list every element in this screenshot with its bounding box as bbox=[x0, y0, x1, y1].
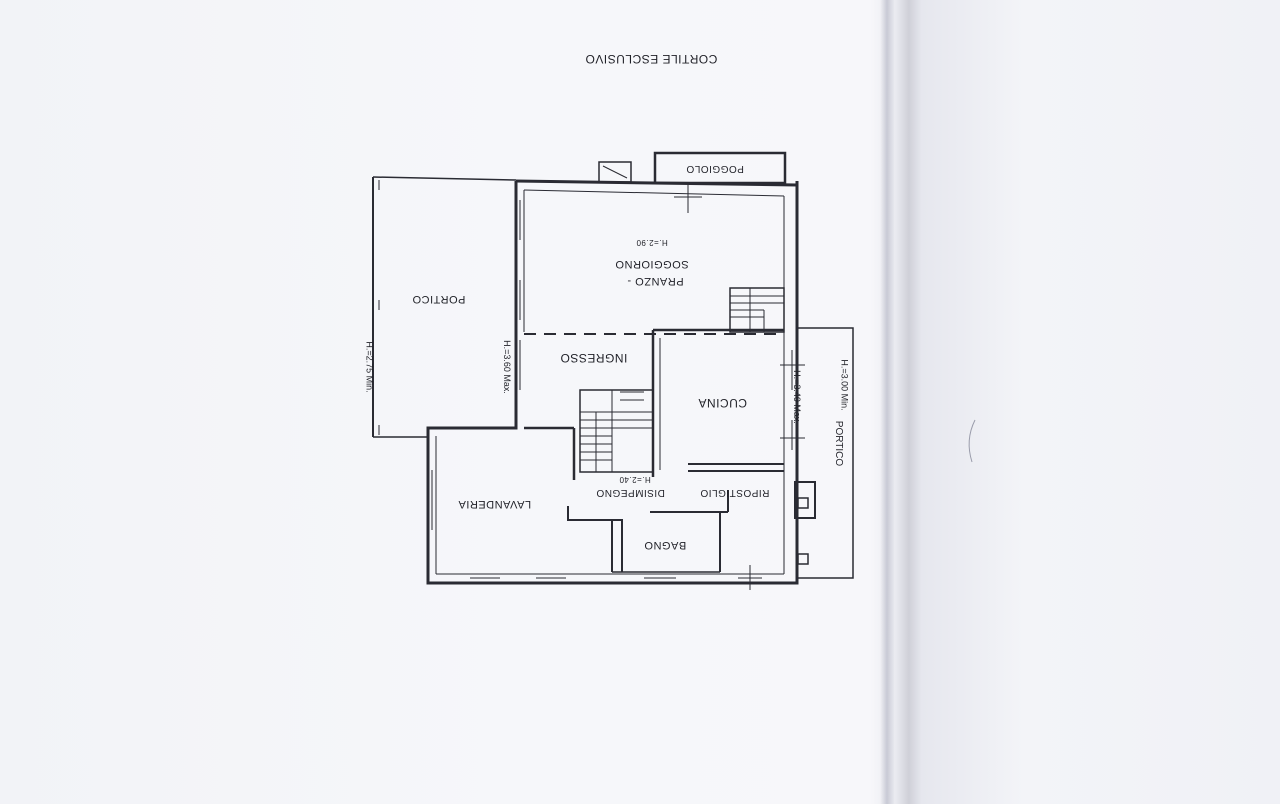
room-label-soggiorno: SOGGIORNO bbox=[615, 258, 689, 270]
room-label-cucina: CUCINA bbox=[698, 396, 748, 410]
room-label-bagno: BAGNO bbox=[644, 539, 687, 551]
room-label-portico-east: PORTICO bbox=[833, 420, 845, 467]
height-label-cucina: H.=3.40 Max. bbox=[791, 370, 802, 424]
window-marks bbox=[431, 200, 805, 590]
room-label-disimpegno: DISIMPEGNO bbox=[596, 487, 665, 498]
height-label-portico-east: H.=3.00 Min. bbox=[839, 359, 850, 411]
height-label-portico-west: H.=2.75 Min. bbox=[364, 341, 375, 393]
pencil-mark bbox=[968, 419, 976, 463]
central-stair bbox=[579, 389, 654, 473]
room-label-pranzo: PRANZO - bbox=[627, 275, 684, 287]
height-label-soggiorno: H.=2.90 bbox=[636, 238, 668, 247]
portico-east-outline bbox=[794, 327, 854, 579]
poggiolo-balcony bbox=[598, 151, 787, 213]
height-label-ingresso: H.=3.60 Max. bbox=[501, 340, 512, 394]
room-label-ripostiglio: RIPOSTIGLIO bbox=[700, 487, 770, 498]
house-perimeter bbox=[426, 179, 799, 585]
room-label-poggiolo: POGGIOLO bbox=[686, 163, 744, 174]
room-label-ingresso: INGRESSO bbox=[560, 351, 628, 365]
room-label-portico-west: PORTICO bbox=[412, 293, 466, 305]
interior-walls bbox=[524, 328, 784, 573]
portico-west-outline bbox=[372, 176, 517, 438]
cortile-esclusivo-label: CORTILE ESCLUSIVO bbox=[585, 52, 718, 66]
paper-fold-shadow bbox=[880, 0, 894, 804]
room-label-lavanderia: LAVANDERIA bbox=[458, 498, 532, 510]
upper-stair bbox=[729, 287, 785, 333]
height-label-disimpegno: H.=2.40 bbox=[619, 475, 651, 484]
